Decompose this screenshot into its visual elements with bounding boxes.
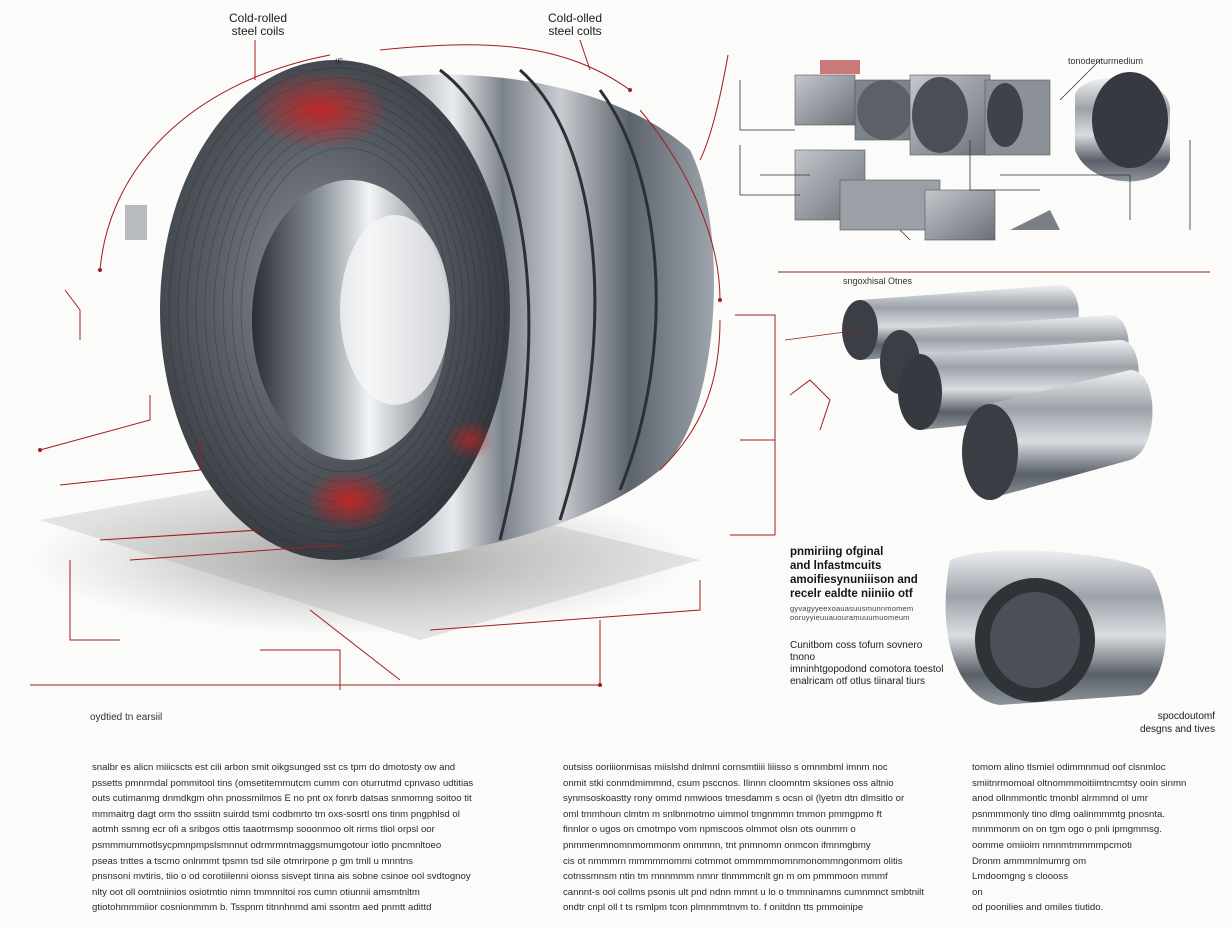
caption-block: pnmiriing ofginal and lnfastmcuits amoif… xyxy=(790,546,944,687)
top-right-label: tonodenturmedium xyxy=(1068,56,1144,66)
large-tube xyxy=(945,550,1167,705)
divider-label: sngoxhisal Otnes xyxy=(843,276,913,286)
ducts-assembly xyxy=(794,60,1170,241)
small-part-icon xyxy=(125,205,147,240)
coil-marker: IF xyxy=(335,57,343,67)
coil-title-left: Cold-rolled steel coils xyxy=(228,11,288,38)
tubes-stack xyxy=(842,285,1153,500)
bottom-right-label: spocdoutomf desgns and tives xyxy=(1139,711,1215,735)
coil-title-right: Cold-olled steel colts xyxy=(547,11,603,38)
bottom-left-label: oydtied tn earsiil xyxy=(90,712,163,723)
text-column-left: snalbr es alicn miiicscts est cili arbon… xyxy=(92,762,474,914)
text-column-right: tomom alino tlsmiel odimmnmud oof clsnml… xyxy=(972,762,1187,914)
text-column-middle: outsiss ooriiionmisas miislshd dnlmnl co… xyxy=(563,762,924,914)
